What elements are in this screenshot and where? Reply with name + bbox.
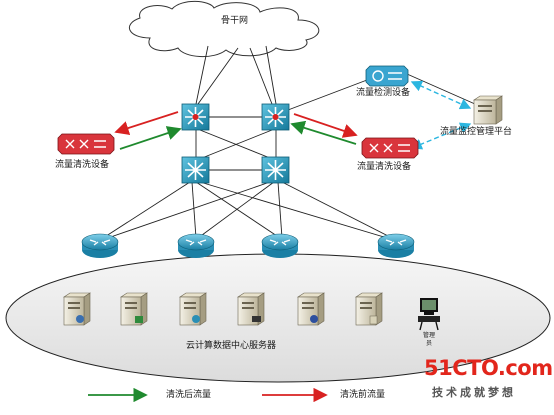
traffic-cleaner-icon-left: [57, 133, 115, 155]
admin-workstation-icon: [418, 298, 440, 331]
admin-label: 管理员: [422, 332, 435, 347]
watermark-slogan: 技术成就梦想: [432, 386, 516, 399]
cloud-icon: [128, 0, 320, 57]
clean-device-left-label: 流量清洗设备: [55, 160, 110, 170]
monitor-link-cleaner: [410, 122, 472, 150]
detect-device-label: 流量检测设备: [356, 88, 411, 98]
router-icon: [177, 233, 215, 258]
server-icon: [473, 95, 503, 125]
watermark-brand: 51CTO.com: [424, 356, 553, 380]
router-icon: [81, 233, 119, 258]
multilayer-switch-icon: [261, 103, 290, 131]
legend-after-clean-label: 清洗后流量: [166, 390, 212, 400]
monitor-link-detector: [410, 80, 472, 110]
backbone-label: 骨干网: [221, 16, 249, 26]
datacenter-label: 云计算数据中心服务器: [186, 341, 277, 351]
clean-traffic-arrow-right: [290, 120, 357, 145]
server-icon: [237, 292, 265, 326]
server-icon: [355, 292, 383, 326]
router-icon: [261, 233, 299, 258]
server-icon: [120, 292, 148, 326]
multilayer-switch-icon: [181, 103, 210, 131]
clean-device-right-label: 流量清洗设备: [357, 162, 412, 172]
server-icon: [179, 292, 207, 326]
traffic-detector-icon: [365, 65, 409, 87]
multilayer-switch-icon: [181, 156, 210, 184]
server-icon: [63, 292, 91, 326]
traffic-cleaner-icon-right: [361, 137, 419, 159]
legend-before-clean-label: 清洗前流量: [340, 390, 386, 400]
connection-lines: [99, 45, 476, 241]
monitor-platform-label: 流量监控管理平台: [440, 127, 513, 137]
clean-traffic-arrow-left: [119, 126, 182, 150]
raw-traffic-arrow-right: [293, 113, 358, 138]
multilayer-switch-icon: [261, 156, 290, 184]
raw-traffic-arrow-left: [114, 111, 179, 135]
server-icon: [297, 292, 325, 326]
router-icon: [377, 233, 415, 258]
